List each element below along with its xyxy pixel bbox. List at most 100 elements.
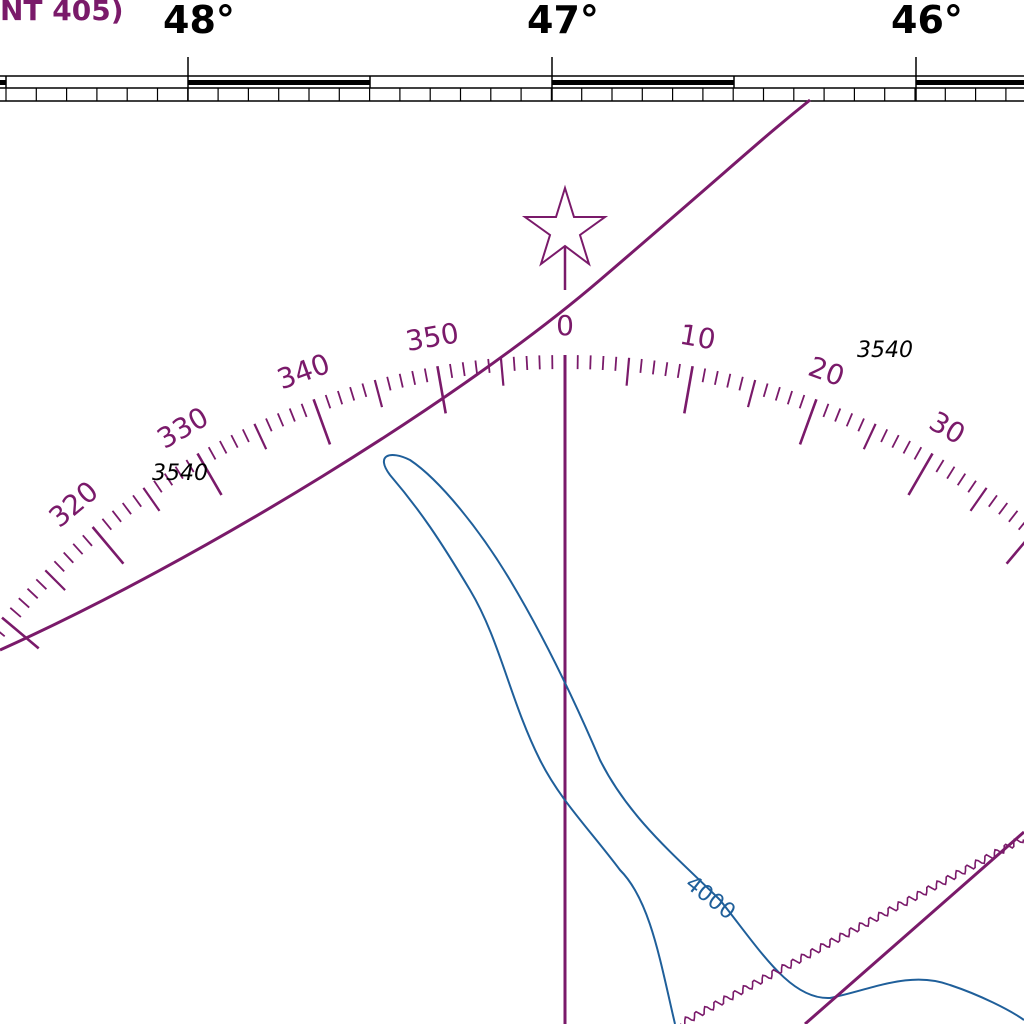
compass-tick xyxy=(822,403,830,418)
compass-tick xyxy=(774,386,781,401)
compass-tick xyxy=(0,631,6,637)
compass-tick xyxy=(786,390,793,405)
compass-tick xyxy=(969,487,988,512)
compass-tick xyxy=(411,370,416,385)
longitude-label-47: 47° xyxy=(527,0,599,42)
compass-tick xyxy=(82,534,93,547)
compass-tick xyxy=(902,440,911,454)
compass-tick xyxy=(423,368,429,383)
compass-tick xyxy=(185,459,195,473)
compass-tick xyxy=(349,386,356,401)
longitude-label-46: 46° xyxy=(891,0,963,42)
compass-tick xyxy=(132,494,142,508)
compass-tick xyxy=(121,502,132,515)
compass-tick xyxy=(845,413,854,427)
compass-tick xyxy=(798,394,806,409)
compass-tick xyxy=(207,446,217,460)
star-icon xyxy=(521,184,609,267)
compass-label: 340 xyxy=(273,347,335,396)
compass-tick xyxy=(18,597,30,609)
compass-tick xyxy=(101,518,112,531)
compass-tick xyxy=(265,418,273,432)
compass-tick xyxy=(538,355,541,370)
compass-tick xyxy=(499,357,505,386)
compass-tick xyxy=(361,383,368,398)
boundary-line xyxy=(804,830,1024,1024)
longitude-labels: 48° 47° 46° xyxy=(163,0,963,42)
compass-tick xyxy=(44,569,66,591)
depth-contour-4000 xyxy=(382,454,1024,1024)
compass-tick xyxy=(913,446,923,460)
compass-tick xyxy=(1008,510,1019,523)
compass-tick xyxy=(219,440,228,454)
compass-tick xyxy=(798,398,818,445)
compass-tick xyxy=(241,429,250,443)
compass-tick xyxy=(253,423,268,450)
compass-tick xyxy=(1005,540,1024,565)
compass-tick xyxy=(230,434,239,449)
compass-tick xyxy=(91,526,125,565)
sounding-label: 3540 xyxy=(152,461,208,486)
compass-tick xyxy=(652,360,656,375)
compass-tick xyxy=(857,418,865,432)
compass-tick xyxy=(907,452,934,496)
route-curve xyxy=(0,98,811,652)
submarine-cable-line xyxy=(680,838,1024,1024)
compass-tick xyxy=(276,413,285,427)
compass-tick xyxy=(988,494,998,508)
chart-title-fragment: NT 405) xyxy=(0,0,124,27)
compass-tick xyxy=(862,423,877,450)
compass-tick xyxy=(738,376,744,391)
compass-tick xyxy=(449,363,454,379)
compass-tick xyxy=(676,363,681,379)
compass-tick xyxy=(461,362,466,377)
compass-tick xyxy=(625,357,631,386)
compass-tick xyxy=(163,473,174,486)
compass-tick xyxy=(312,398,332,445)
compass-tick xyxy=(35,578,48,590)
border-scale xyxy=(0,57,1024,102)
compass-tick xyxy=(26,588,39,599)
compass-tick xyxy=(487,358,491,373)
compass-tick xyxy=(153,480,163,493)
compass-label: 10 xyxy=(677,318,718,357)
compass-tick xyxy=(946,466,956,480)
compass-tick xyxy=(998,502,1009,515)
compass-label: 350 xyxy=(403,316,461,358)
compass-tick xyxy=(337,390,344,405)
compass-tick xyxy=(762,383,769,398)
compass-tick xyxy=(935,459,945,473)
compass-tick xyxy=(701,368,707,383)
compass-tick xyxy=(714,370,719,385)
compass-tick xyxy=(9,607,22,618)
compass-label: 320 xyxy=(43,475,105,535)
compass-tick xyxy=(639,358,643,373)
compass-tick xyxy=(142,487,161,512)
compass-label: 330 xyxy=(151,400,214,455)
compass-tick xyxy=(956,473,967,486)
compass-tick xyxy=(525,355,529,371)
compass-label: 0 xyxy=(556,309,574,342)
compass-tick xyxy=(324,394,332,409)
sounding-label: 3540 xyxy=(857,338,913,363)
compass-tick xyxy=(174,466,184,480)
compass-tick xyxy=(474,360,478,375)
compass-tick xyxy=(373,379,384,408)
compass-tick xyxy=(53,560,65,573)
compass-tick xyxy=(436,365,447,414)
compass-tick xyxy=(614,356,618,371)
compass-tick xyxy=(1018,521,1024,531)
compass-label: 20 xyxy=(804,350,849,393)
compass-tick xyxy=(1,616,40,650)
compass-tick xyxy=(72,543,84,555)
compass-tick xyxy=(683,365,694,414)
compass-tick xyxy=(111,510,122,523)
compass-tick xyxy=(967,480,977,493)
compass-tick xyxy=(891,434,900,449)
compass-tick xyxy=(601,355,605,371)
compass-label: 30 xyxy=(924,405,971,451)
compass-tick xyxy=(726,373,732,388)
compass-tick xyxy=(288,408,296,422)
compass-tick xyxy=(664,362,669,377)
